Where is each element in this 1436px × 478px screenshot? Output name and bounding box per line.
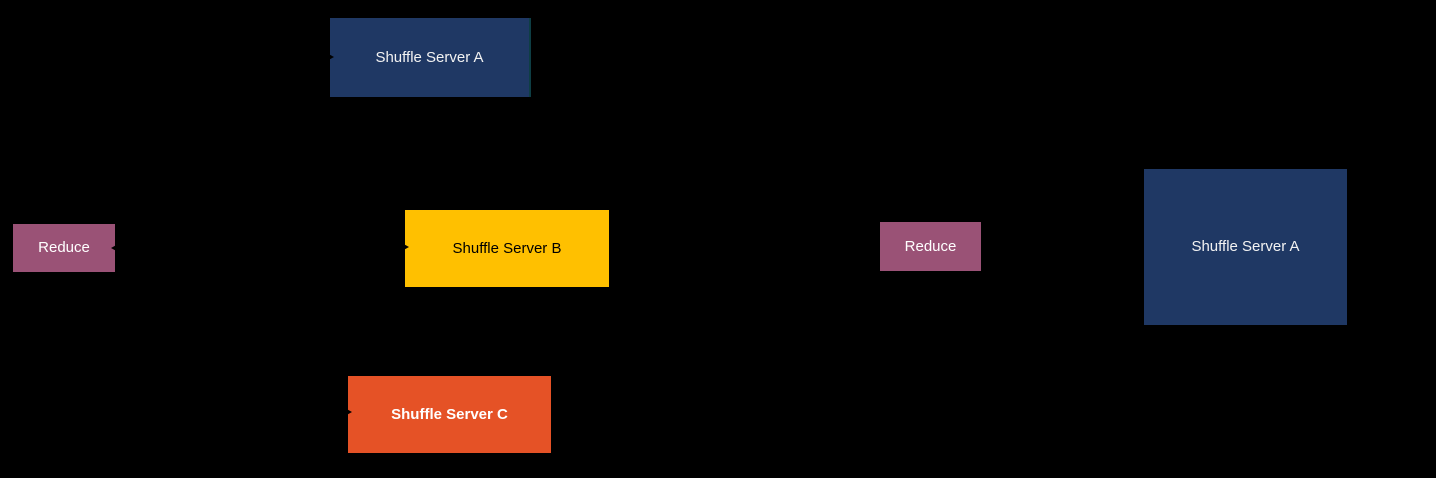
node-label: Shuffle Server A (375, 48, 484, 66)
node-shuffle-server-a-top[interactable]: Shuffle Server A (330, 18, 531, 97)
node-reduce-left[interactable]: Reduce (13, 224, 115, 272)
node-reduce-right[interactable]: Reduce (880, 222, 981, 271)
arrowhead-icon (325, 52, 334, 62)
node-shuffle-server-b[interactable]: Shuffle Server B (405, 210, 609, 287)
arrowhead-icon (343, 407, 352, 417)
node-label: Reduce (38, 239, 90, 256)
arrowhead-icon (400, 242, 409, 252)
node-label: Reduce (904, 237, 957, 255)
node-shuffle-server-c[interactable]: Shuffle Server C (348, 376, 551, 453)
node-label: Shuffle Server C (391, 405, 508, 423)
arrowhead-icon (111, 243, 120, 253)
node-label: Shuffle Server B (452, 239, 562, 257)
node-label: Shuffle Server A (1191, 238, 1300, 255)
node-shuffle-server-a-right[interactable]: Shuffle Server A (1144, 169, 1347, 325)
